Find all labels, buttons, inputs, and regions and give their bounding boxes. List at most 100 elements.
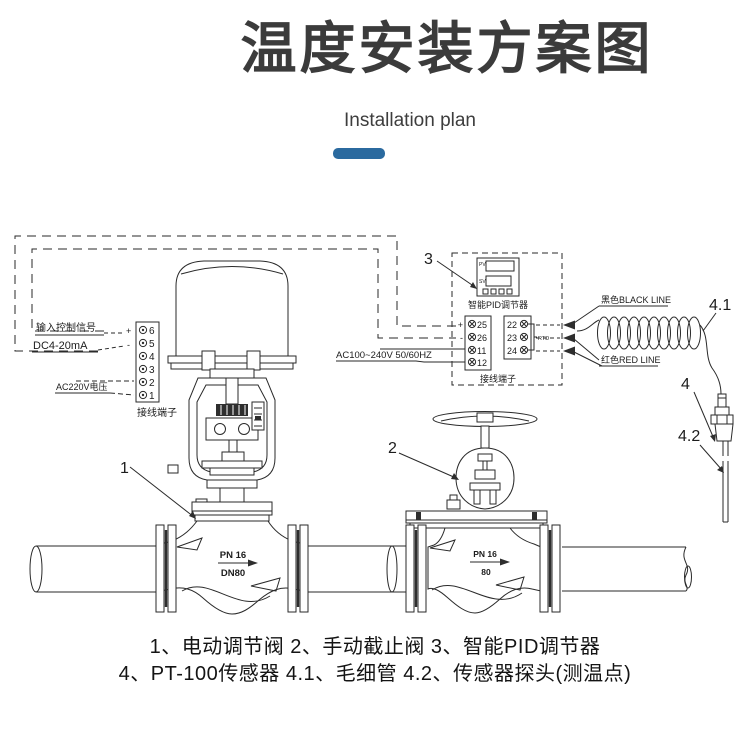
flange-bolt-left: [416, 512, 421, 520]
red-line-label: 红色RED LINE: [601, 354, 661, 365]
terminal-number: 22: [507, 320, 517, 330]
gland-leg-left: [473, 489, 481, 505]
rtd-arrow-2: [563, 333, 575, 343]
indicator-scale: [254, 407, 262, 427]
pid-dashed-box: [451, 252, 563, 386]
pid-terminal-12: 12: [467, 357, 487, 368]
electric-control-valve: PN 16 DN80 1: [120, 260, 309, 615]
pid-terminal-22: 22: [507, 319, 529, 330]
packing-nut: [474, 469, 496, 480]
pid-name-label: 智能PID调节器: [468, 299, 528, 310]
left-pipe: [36, 545, 156, 593]
valve1-gusset-left: [176, 537, 203, 551]
sensor-body: [714, 423, 734, 442]
valve1-dn-marking: DN80: [221, 568, 245, 579]
callout-1-leader: [129, 466, 195, 518]
callout-41: 4.1: [709, 297, 731, 314]
terminal-number: 23: [507, 333, 517, 343]
terminal-number: 5: [149, 339, 155, 350]
callout-3-leader: [436, 260, 476, 288]
hex-facets: [716, 415, 728, 424]
valve2-dn-marking: 80: [481, 567, 491, 577]
terminal-number: 25: [477, 320, 487, 330]
bonnet-top: [206, 479, 258, 489]
pv-label: PV: [479, 262, 486, 268]
mid-pipe-break: [386, 545, 398, 593]
sensor-neck: [714, 406, 730, 416]
accent-underline: [333, 148, 385, 159]
terminal-row-1: 1: [138, 390, 155, 402]
pid-power-label: AC100~240V 50/60HZ: [336, 350, 432, 361]
terminal-number: 24: [507, 346, 517, 356]
pid-terminal-26: 26: [467, 332, 487, 343]
installation-diagram: 输入控制信号 + DC4-20mA - AC220V电压 6 5: [14, 235, 734, 615]
bonnet-flange-2: [191, 510, 273, 516]
sensor-hex-nut: [710, 414, 734, 425]
terminal-number: 11: [477, 346, 486, 356]
callout-42: 4.2: [678, 428, 700, 445]
actuator-dome: [175, 260, 289, 358]
terminal-number: 3: [149, 365, 155, 376]
pid-button-4: [506, 288, 513, 295]
rtd-label: RTD: [538, 336, 549, 342]
valve2-pn-marking: PN 16: [473, 549, 497, 559]
signal-wire-plus: [31, 248, 456, 339]
callout-42-arrow: [717, 466, 724, 473]
capillary-tail: [699, 324, 722, 395]
valve2-gusset-right: [495, 576, 525, 591]
dome-flange-1: [167, 355, 297, 364]
legend-line-2: 4、PT-100传感器 4.1、毛细管 4.2、传感器探头(测温点): [118, 663, 632, 685]
valve2-side-nut: [446, 499, 461, 510]
pid-button-3: [498, 288, 505, 295]
valve1-left-flange-a: [155, 524, 165, 613]
base-bolt: [167, 464, 179, 474]
valve2-right-flange-b: [551, 524, 561, 613]
base-plate-2: [209, 467, 255, 476]
callout-2: 2: [388, 440, 397, 457]
terminal-number: 2: [149, 378, 155, 389]
valve1-right-flange-b: [299, 524, 309, 613]
pid-terminal-25: 25: [467, 319, 487, 330]
valve1-right-flange-a: [287, 524, 297, 613]
valve2-right-flange-a: [539, 524, 549, 613]
bonnet-flange-1: [191, 501, 273, 512]
capillary-coil: [597, 316, 701, 350]
callout-1: 1: [120, 460, 129, 477]
valve2-body: [427, 527, 542, 614]
terminal-number: 4: [149, 352, 155, 363]
valve2-body-curve: [431, 585, 523, 600]
pid-plus-sign: +: [458, 320, 463, 330]
flange-clip-right: [246, 350, 261, 371]
right-pipe-end: [684, 565, 692, 589]
valve2-flow-arrow-head: [500, 558, 510, 566]
valve2-left-flange-a: [405, 524, 415, 613]
mid-pipe: [308, 545, 406, 593]
bonnet-stem-lines: [482, 461, 488, 470]
right-pipe: [562, 546, 686, 592]
pid-left-terminal-strip: [464, 315, 492, 371]
terminal-number: 1: [149, 391, 155, 402]
pid-button-1: [482, 288, 489, 295]
pid-terminal-23: 23: [507, 332, 529, 343]
callout-42-leader: [699, 444, 723, 471]
pipes: [29, 545, 692, 593]
pid-controller: PV SV 智能PID调节器 + - 25 26 11: [336, 251, 563, 386]
crosshead-hole-left: [214, 423, 226, 435]
valve1-left-flange-b: [167, 524, 177, 613]
dc-signal-label: DC4-20mA: [33, 340, 88, 352]
manual-stop-valve: PN 16 80 2: [388, 411, 561, 614]
rtd-sensor-assembly: 黑色BLACK LINE 红色RED LINE 4.1: [536, 294, 734, 523]
gear-coupling: [216, 404, 248, 416]
gland-leg-right: [489, 489, 497, 505]
indicator-pointer: [255, 416, 261, 420]
flow-arrow-head: [248, 559, 258, 567]
handwheel-hub: [476, 412, 494, 423]
valve2-gusset-left: [429, 539, 456, 552]
dc-connector: [97, 345, 125, 351]
actuator-stem: [225, 377, 239, 405]
legend-line-1: 1、电动调节阀 2、手动截止阀 3、智能PID调节器: [149, 636, 601, 658]
callout-2-arrow: [451, 473, 459, 480]
gland-plate: [469, 482, 501, 491]
sv-label: SV: [479, 279, 486, 285]
dome-flange-2: [170, 362, 294, 370]
